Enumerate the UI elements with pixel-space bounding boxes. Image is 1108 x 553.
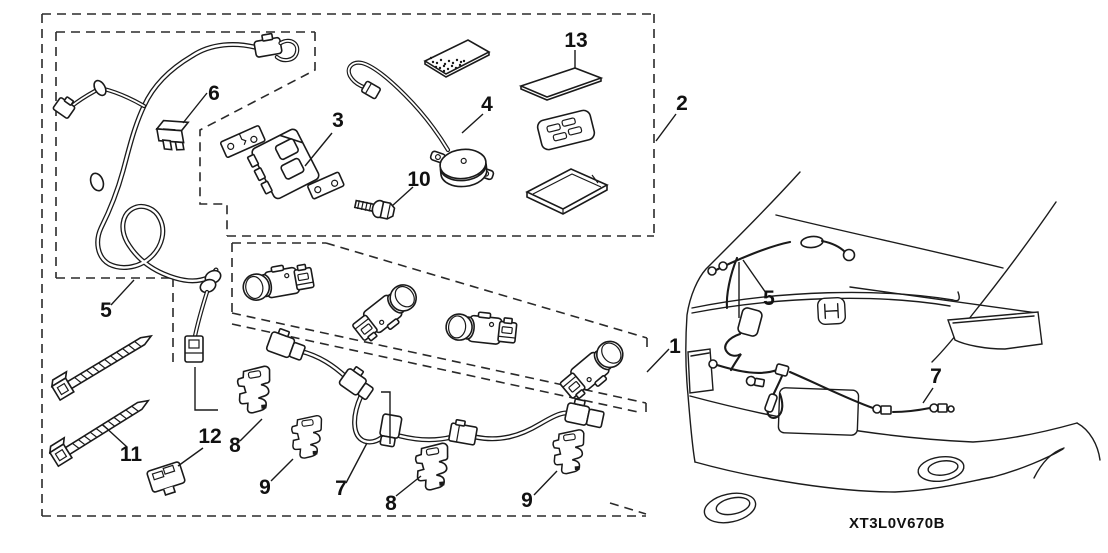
car-trunk-harness [707, 235, 856, 372]
clip-9-left [290, 414, 325, 460]
callout-attachment-kit: 2 [676, 92, 688, 115]
license-plate [777, 387, 860, 436]
boundary-kit-box [199, 14, 655, 237]
callout-trunk-harness-car: 5 [763, 287, 775, 310]
left-taillight [687, 348, 714, 394]
callout-wire-ties: 11 [120, 443, 143, 466]
left-exhaust [703, 492, 757, 524]
callout-trunk-harness: 5 [100, 299, 112, 322]
callout-fuse-holder: 6 [208, 82, 220, 105]
leader-lines [102, 50, 934, 497]
aperture-template-part [536, 109, 596, 151]
wire-tie-part-1 [48, 324, 157, 401]
callout-control-unit: 3 [332, 109, 344, 132]
fuse-holder-part [155, 119, 190, 151]
callout-sensor-assembly: 1 [669, 335, 681, 358]
part-code-text: XT3L0V670B [849, 515, 945, 532]
callout-clip-a-left: 8 [229, 434, 241, 457]
template-sheet-part [518, 67, 604, 101]
boundary-outer [41, 13, 654, 517]
callout-bumper-harness: 7 [335, 477, 347, 500]
sensor-part-4 [556, 335, 632, 405]
harness-clip-part [146, 461, 186, 497]
flange-bolt-part [353, 199, 396, 220]
car-rear-view [685, 171, 1101, 524]
honda-logo [816, 296, 847, 326]
callout-clip-b-left: 9 [259, 476, 271, 499]
instruction-booklet-part [525, 168, 609, 215]
connector-pointer-lines [194, 367, 391, 444]
clip-8-left [235, 364, 275, 415]
control-unit-part [219, 125, 345, 200]
callout-sensor-template: 13 [564, 29, 587, 52]
clip-9-right [551, 428, 588, 476]
callout-buzzer: 4 [481, 93, 493, 116]
boundary-harness-box [55, 31, 315, 363]
callout-bumper-harness-car: 7 [930, 365, 942, 388]
sensor-part-2 [349, 278, 425, 348]
callout-harness-clip: 12 [198, 425, 221, 448]
callout-clip-a-center: 8 [385, 492, 397, 515]
callout-flange-bolt: 10 [407, 168, 430, 191]
callout-clip-b-right: 9 [521, 489, 533, 512]
clip-8-center [413, 441, 453, 492]
right-taillight [947, 311, 1043, 350]
buzzer-part [346, 60, 495, 188]
trunk-harness-part [52, 32, 300, 363]
adhesive-sheet-part [423, 39, 491, 78]
car-bumper-harness [708, 359, 955, 420]
right-exhaust [917, 455, 965, 483]
sensor-part-1 [239, 259, 316, 303]
sensor-part-3 [444, 308, 519, 347]
bumper-harness-part [265, 328, 605, 448]
